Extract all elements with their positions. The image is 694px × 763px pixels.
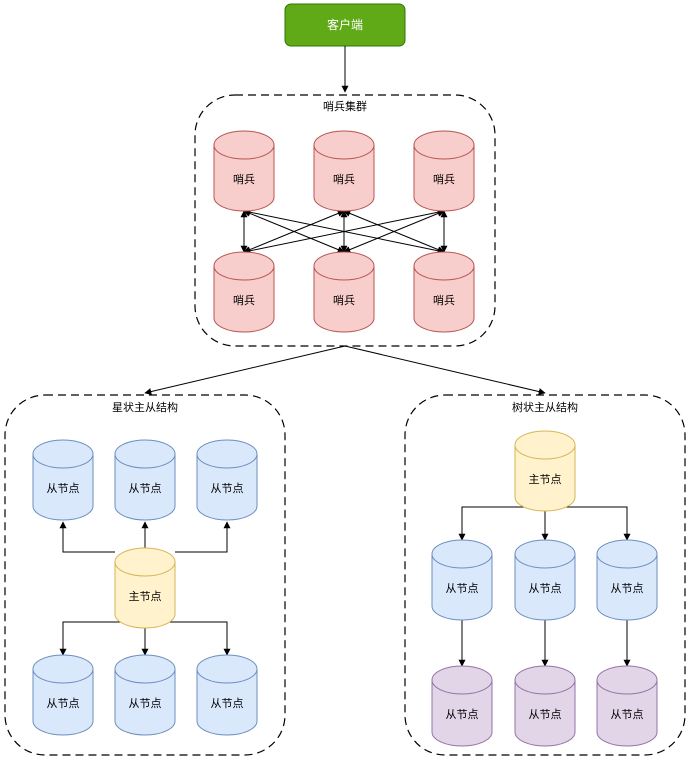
tree-slave-leaf-1: 从节点 bbox=[431, 665, 493, 747]
star-master-to-bottom-3 bbox=[145, 621, 231, 656]
sentinel-node-bottom-1: 哨兵 bbox=[213, 251, 275, 333]
tree-slave-mid-1: 从节点 bbox=[431, 539, 493, 621]
tree-slave-mid-2: 从节点 bbox=[514, 539, 576, 621]
sentinel-node-bottom-3: 哨兵 bbox=[413, 251, 475, 333]
tree-slave-leaf-2-label: 从节点 bbox=[529, 708, 562, 721]
star-slave-bottom-1-label: 从节点 bbox=[47, 697, 80, 710]
tree-slave-leaf-3-label: 从节点 bbox=[611, 708, 644, 721]
star-master-to-top-3 bbox=[175, 521, 231, 553]
tree-slave-mid-3-label: 从节点 bbox=[611, 582, 644, 595]
tree-slave-mid-2-label: 从节点 bbox=[529, 582, 562, 595]
cluster-to-tree-arrow bbox=[344, 345, 546, 395]
star-slave-top-1: 从节点 bbox=[32, 439, 94, 521]
tree-master-to-mid-3 bbox=[545, 506, 631, 541]
tree-slave-mid-1-label: 从节点 bbox=[446, 582, 479, 595]
tree-structure-group: 树状主从结构 bbox=[404, 394, 686, 756]
star-structure-group: 星状主从结构 bbox=[4, 394, 286, 756]
star-slave-bottom-1: 从节点 bbox=[32, 654, 94, 736]
star-master-node: 主节点 bbox=[114, 547, 176, 629]
sentinel-node-top-1: 哨兵 bbox=[213, 130, 275, 212]
cluster-to-star-arrow bbox=[144, 345, 346, 395]
star-master-node-label: 主节点 bbox=[129, 590, 162, 603]
sentinel-node-bottom-2-label: 哨兵 bbox=[333, 294, 355, 307]
star-slave-top-2-label: 从节点 bbox=[129, 482, 162, 495]
tree-slave-leaf-2: 从节点 bbox=[514, 665, 576, 747]
star-slave-top-2: 从节点 bbox=[114, 439, 176, 521]
star-slave-top-3-label: 从节点 bbox=[211, 482, 244, 495]
star-slave-top-1-label: 从节点 bbox=[47, 482, 80, 495]
tree-structure-title: 树状主从结构 bbox=[512, 400, 578, 414]
star-master-to-top-1 bbox=[59, 521, 115, 553]
tree-master-to-mid-1 bbox=[458, 506, 545, 541]
edges-layer bbox=[59, 46, 631, 667]
star-slave-bottom-3-label: 从节点 bbox=[211, 697, 244, 710]
tree-slave-leaf-3: 从节点 bbox=[596, 665, 658, 747]
star-structure-title: 星状主从结构 bbox=[112, 400, 178, 414]
nodes-layer: 哨兵哨兵哨兵哨兵哨兵哨兵从节点从节点从节点主节点从节点从节点从节点主节点从节点从… bbox=[32, 130, 658, 747]
sentinel-node-top-3: 哨兵 bbox=[413, 130, 475, 212]
tree-master-node: 主节点 bbox=[514, 430, 576, 512]
client-node: 客户端 bbox=[284, 3, 406, 47]
tree-slave-mid-3: 从节点 bbox=[596, 539, 658, 621]
sentinel-node-top-3-label: 哨兵 bbox=[433, 173, 455, 186]
star-slave-bottom-2-label: 从节点 bbox=[129, 697, 162, 710]
star-master-to-bottom-1 bbox=[59, 621, 145, 656]
sentinel-node-top-2: 哨兵 bbox=[313, 130, 375, 212]
tree-master-node-label: 主节点 bbox=[529, 473, 562, 486]
star-slave-top-3: 从节点 bbox=[196, 439, 258, 521]
sentinel-node-top-2-label: 哨兵 bbox=[333, 173, 355, 186]
sentinel-node-bottom-1-label: 哨兵 bbox=[233, 294, 255, 307]
sentinel-link-3-2 bbox=[343, 210, 445, 253]
sentinel-cluster-title: 哨兵集群 bbox=[323, 99, 367, 113]
sentinel-node-top-1-label: 哨兵 bbox=[233, 173, 255, 186]
tree-slave-leaf-1-label: 从节点 bbox=[446, 708, 479, 721]
sentinel-node-bottom-3-label: 哨兵 bbox=[433, 294, 455, 307]
client-label: 客户端 bbox=[327, 17, 363, 32]
star-slave-bottom-2: 从节点 bbox=[114, 654, 176, 736]
sentinel-node-bottom-2: 哨兵 bbox=[313, 251, 375, 333]
star-slave-bottom-3: 从节点 bbox=[196, 654, 258, 736]
